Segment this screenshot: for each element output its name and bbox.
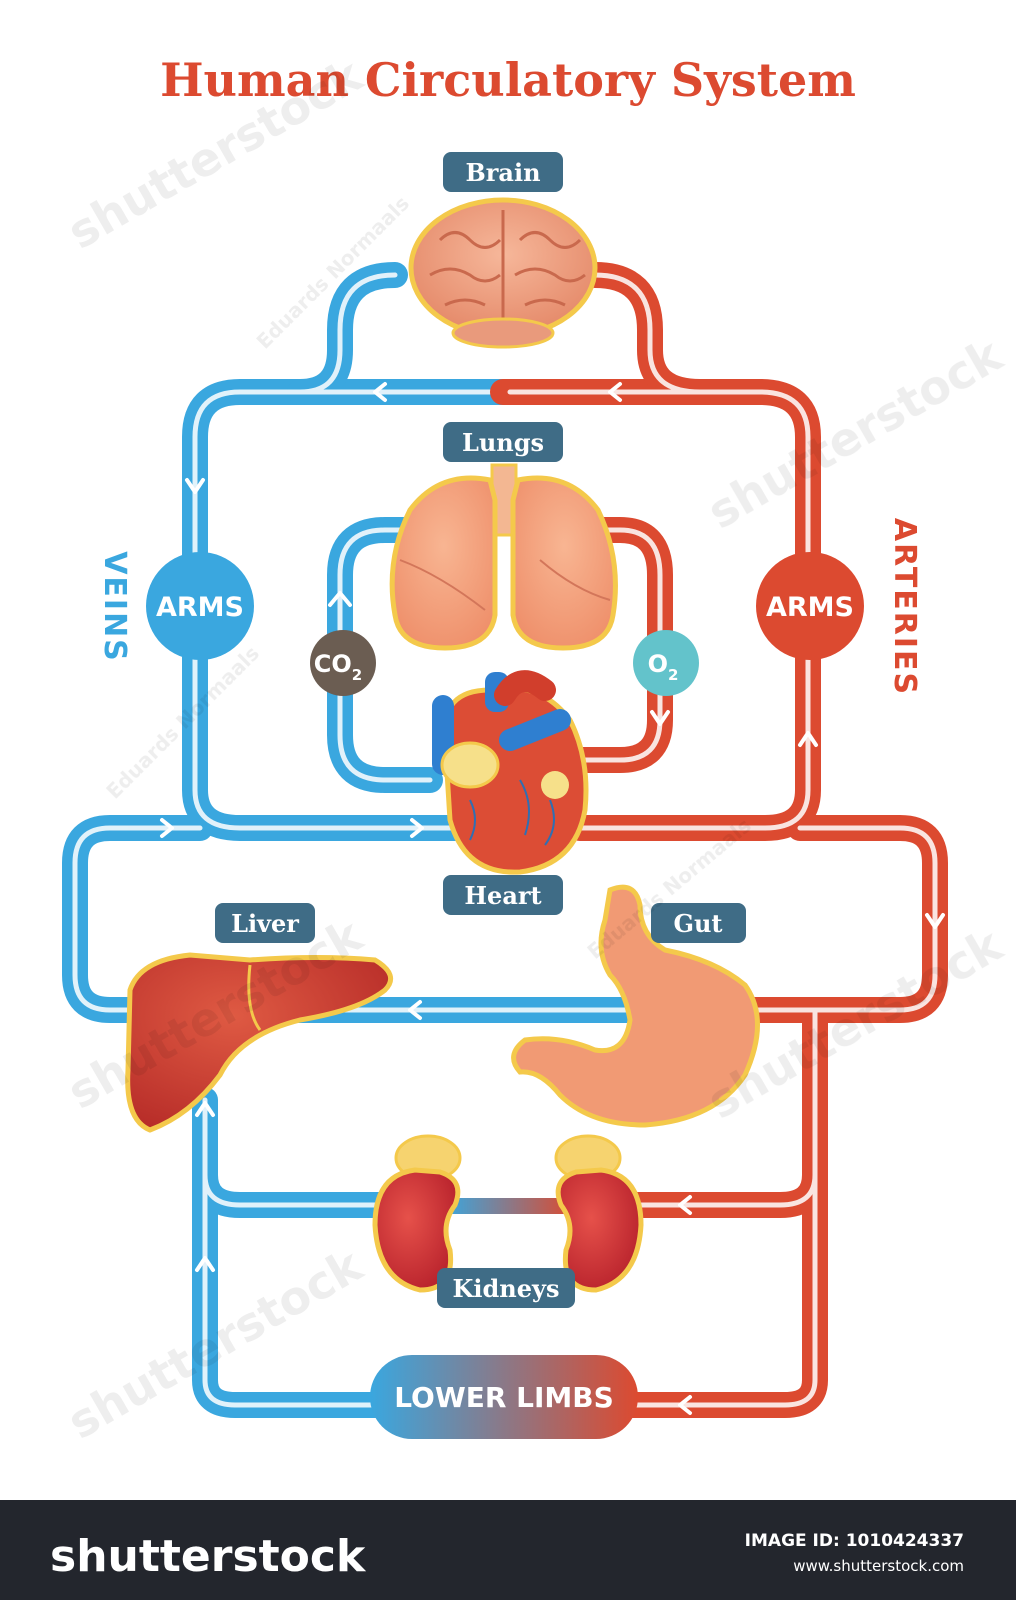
- flow-arrows: [160, 382, 945, 1415]
- liver-illustration: [125, 952, 394, 1133]
- lungs-label-box: [443, 422, 563, 462]
- lower-limbs-label: LOWER LIMBS: [394, 1381, 614, 1414]
- gut-label: Gut: [673, 909, 722, 938]
- brain-label-box: [443, 152, 563, 192]
- footer-bar: [0, 1500, 1016, 1600]
- arms-vein-label: ARMS: [156, 592, 244, 623]
- co2-node: [310, 630, 376, 696]
- footer-brand: shutterstock: [50, 1531, 367, 1582]
- kidneys-label-box: [437, 1268, 575, 1308]
- liver-label: Liver: [231, 909, 299, 938]
- veins-side-label: VEINS: [97, 551, 132, 663]
- arteries-side-label: ARTERIES: [887, 518, 922, 696]
- brain-illustration: [408, 197, 598, 349]
- o2-label: O2: [648, 650, 679, 684]
- co2-label: CO2: [314, 650, 362, 684]
- arms-artery-node: [756, 552, 864, 660]
- lower-limbs-node: [370, 1355, 638, 1439]
- heart-label-box: [443, 875, 563, 915]
- lungs-label: Lungs: [462, 428, 544, 457]
- footer-site: www.shutterstock.com: [793, 1557, 964, 1575]
- svg-text:shutterstock: shutterstock: [699, 327, 1013, 539]
- gut-label-box: [651, 903, 746, 943]
- heart-illustration: [432, 670, 589, 875]
- arms-vein-node: [146, 552, 254, 660]
- o2-node: [633, 630, 699, 696]
- page-title: Human Circulatory System: [160, 53, 856, 107]
- heart-label: Heart: [464, 881, 541, 910]
- kidneys-illustration: [372, 1134, 644, 1293]
- kidneys-label: Kidneys: [453, 1274, 560, 1303]
- lungs-illustration: [389, 463, 618, 651]
- footer-image-id: IMAGE ID: 1010424337: [745, 1531, 964, 1551]
- arms-artery-label: ARMS: [766, 592, 854, 623]
- brain-label: Brain: [465, 158, 540, 187]
- liver-label-box: [215, 903, 315, 943]
- gut-illustration: [511, 884, 760, 1128]
